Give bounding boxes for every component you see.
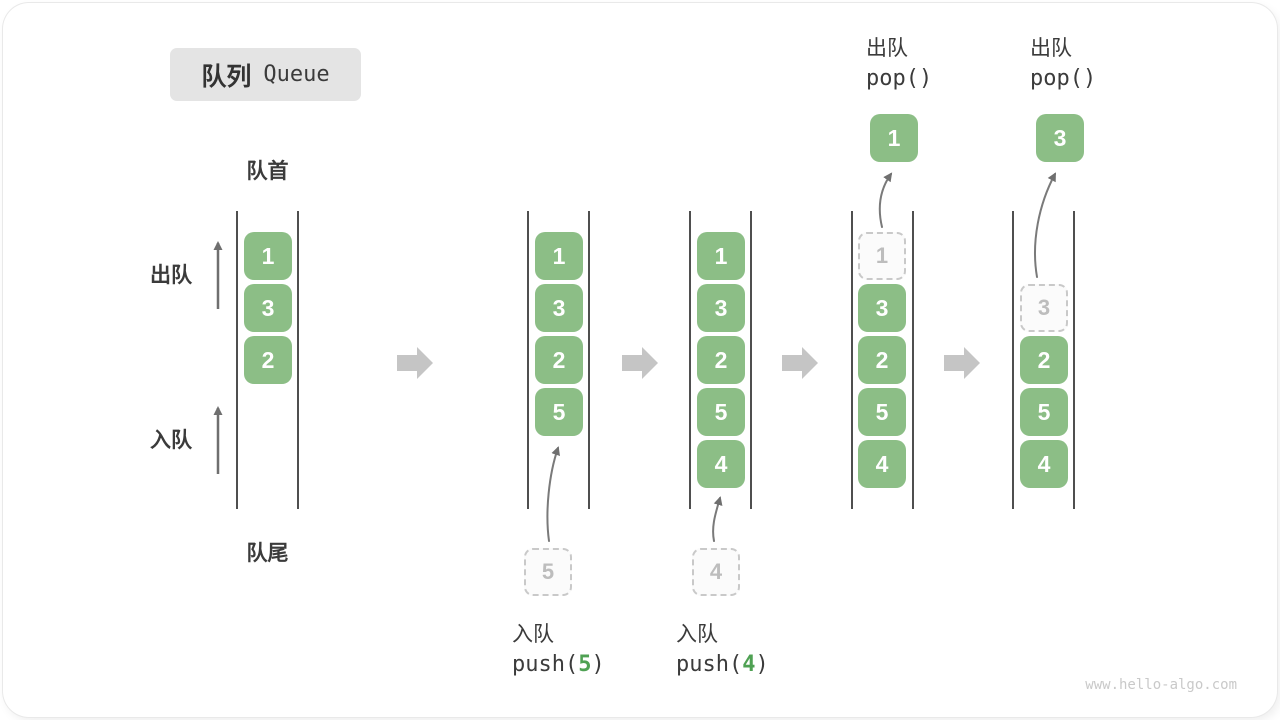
queue-item: 4 <box>697 440 745 488</box>
push5-code-arg: 5 <box>578 652 592 677</box>
push4-code-post: ) <box>755 652 769 677</box>
queue-front-label: 队首 <box>246 160 289 183</box>
push4-code-pre: push( <box>676 652 743 677</box>
push4-code: push(4) <box>676 652 769 677</box>
incoming-item-ghost: 5 <box>524 548 572 596</box>
queue4-left-wall <box>851 211 853 509</box>
queue-item: 5 <box>535 388 583 436</box>
queue1-right-wall <box>297 211 299 509</box>
dequeue-op-label: 出队 <box>866 37 908 60</box>
push5-code: push(5) <box>512 652 605 677</box>
queue-item: 2 <box>535 336 583 384</box>
queue-item: 2 <box>244 336 292 384</box>
queue-item: 3 <box>858 284 906 332</box>
queue-item: 1 <box>535 232 583 280</box>
queue2-left-wall <box>527 211 529 509</box>
queue5-right-wall <box>1073 211 1075 509</box>
title-en: Queue <box>263 62 330 87</box>
title-badge: 队列 Queue <box>170 48 361 101</box>
queue3-right-wall <box>750 211 752 509</box>
queue5-left-wall <box>1012 211 1014 509</box>
queue-item: 1 <box>244 232 292 280</box>
queue2-right-wall <box>588 211 590 509</box>
queue-item: 3 <box>697 284 745 332</box>
queue-item: 3 <box>244 284 292 332</box>
enqueue-op-label: 入队 <box>676 623 718 646</box>
push4-code-arg: 4 <box>742 652 756 677</box>
enqueue-side-label: 入队 <box>150 429 192 452</box>
queue-item: 2 <box>1020 336 1068 384</box>
enqueue-op-label: 入队 <box>512 623 554 646</box>
queue-item: 4 <box>858 440 906 488</box>
queue-item: 5 <box>697 388 745 436</box>
watermark: www.hello-algo.com <box>1085 677 1237 693</box>
queue-item: 2 <box>858 336 906 384</box>
incoming-item-ghost: 4 <box>692 548 740 596</box>
push5-code-post: ) <box>591 652 605 677</box>
queue1-left-wall <box>236 211 238 509</box>
queue-item: 5 <box>858 388 906 436</box>
pop2-code: pop() <box>1030 66 1097 91</box>
queue-item: 2 <box>697 336 745 384</box>
removed-item-ghost: 3 <box>1020 284 1068 332</box>
removed-item-ghost: 1 <box>858 232 906 280</box>
diagram-card <box>3 3 1277 717</box>
dequeue-op-label: 出队 <box>1030 37 1072 60</box>
queue-item: 4 <box>1020 440 1068 488</box>
title-zh: 队列 <box>201 62 252 91</box>
queue-item: 5 <box>1020 388 1068 436</box>
queue-rear-label: 队尾 <box>246 542 289 565</box>
queue4-right-wall <box>912 211 914 509</box>
push5-code-pre: push( <box>512 652 579 677</box>
popped-item: 3 <box>1036 114 1084 162</box>
pop1-code: pop() <box>866 66 933 91</box>
queue3-left-wall <box>689 211 691 509</box>
popped-item: 1 <box>870 114 918 162</box>
queue-item: 1 <box>697 232 745 280</box>
queue-item: 3 <box>535 284 583 332</box>
dequeue-side-label: 出队 <box>150 264 192 287</box>
